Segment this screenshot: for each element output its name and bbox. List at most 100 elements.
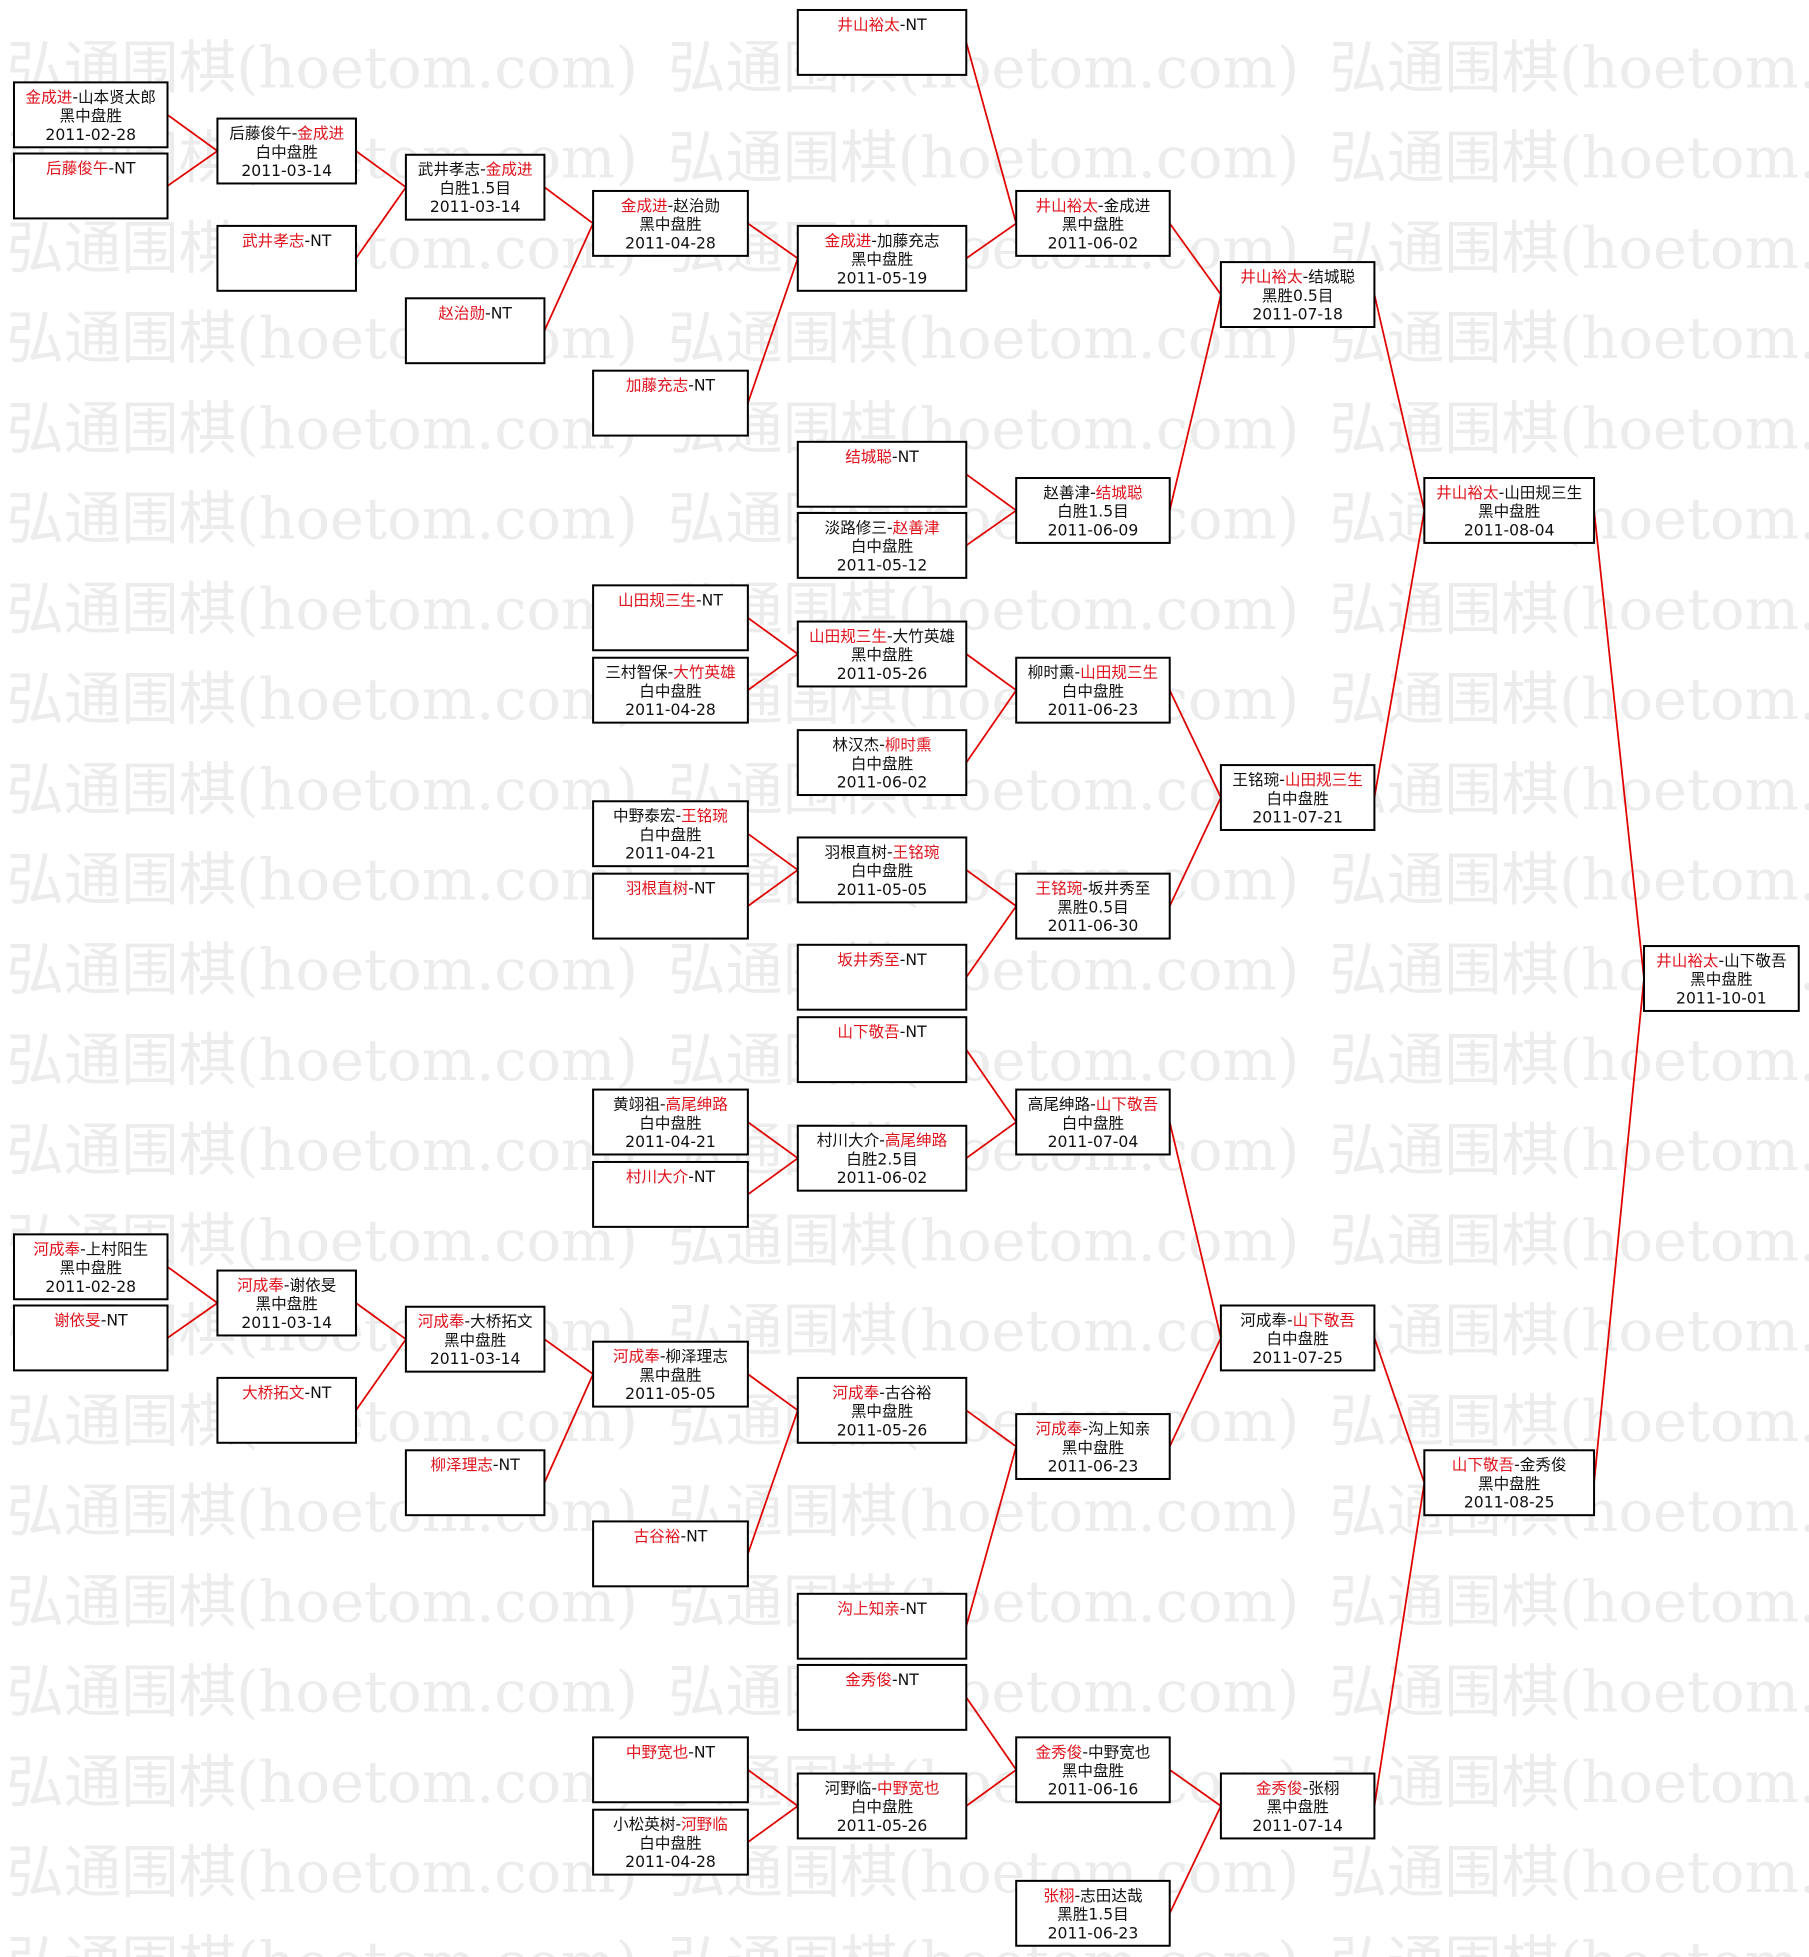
separator: - [465,1313,471,1331]
winner-name: 沟上知亲 [837,1600,899,1618]
winner-name: 金成进 [621,197,668,215]
match-box-border [592,189,749,257]
player-name: 羽根直树 [825,843,887,861]
match-box[interactable]: 古谷裕-NT [592,1520,749,1588]
watermark-text: 弘通围棋(hoetom.com) [668,1929,1299,1957]
winner-name: 山下敬吾 [1293,1311,1355,1329]
match-box[interactable]: 武井孝志-NT [216,224,357,292]
match-box[interactable]: 后藤俊午-NT [12,152,169,220]
match-players: 羽根直树-王铭琬 [825,843,940,861]
bracket-connector [1168,1805,1222,1914]
match-box-border [592,1340,749,1408]
match-players: 金成进-加藤充志 [825,232,940,250]
match-players: 山下敬吾-金秀俊 [1452,1456,1567,1474]
winner-name: 谢依旻 [54,1311,101,1329]
winner-name: 古谷裕 [634,1527,681,1545]
winner-name: 羽根直树 [626,880,688,898]
match-players: 高尾绅路-山下敬吾 [1028,1096,1158,1114]
match-players: 村川大介-NT [626,1168,716,1186]
match-box[interactable]: 结城聪-NT [796,440,968,508]
separator: - [871,1780,877,1798]
match-box-border [592,800,749,868]
match-box[interactable]: 村川大介-NT [592,1160,749,1228]
match-box[interactable]: 赵治勋-NT [404,297,546,365]
separator: - [72,88,78,106]
match-box[interactable]: 山田规三生-NT [592,584,749,652]
match-box[interactable]: 坂井秀至-NT [796,943,968,1011]
match-box[interactable]: 山下敬吾-NT [796,1016,968,1084]
player-name: 金秀俊 [1520,1456,1567,1474]
player-name: 河野临 [825,1780,872,1798]
player-name: NT [905,951,927,969]
player-name: 大桥拓文 [470,1313,533,1331]
separator: - [109,159,115,177]
match-box[interactable]: 井山裕太-NT [796,8,968,76]
match-date: 2011-06-02 [837,774,928,792]
player-name: 武井孝志 [418,161,480,179]
bracket-connector [1168,797,1222,907]
separator: - [101,1311,107,1329]
separator: - [1082,1420,1088,1438]
separator: - [1499,484,1505,502]
match-box[interactable]: 柳泽理志-NT [404,1449,546,1517]
watermark-text: 弘通围棋(hoetom.com) [668,1388,1299,1455]
match-box-border [1423,1449,1596,1517]
match-box-border [404,153,546,221]
bracket-connector [1169,1769,1222,1807]
match-result: 黑中盘胜 [60,106,122,125]
bracket-connector [1373,294,1426,511]
watermark-text: 弘通围棋(hoetom.com) [668,576,1299,643]
winner-name: 赵善津 [893,519,940,537]
winner-name: 山田规三生 [809,628,887,646]
match-box[interactable]: 羽根直树-NT [592,872,749,940]
bracket-connector [965,1049,1017,1123]
match-box[interactable]: 谢依旻-NT [12,1304,169,1372]
match-box-border [1642,945,1800,1012]
match-box[interactable]: 加藤充志-NT [592,369,749,437]
watermark-text: 弘通围棋(hoetom.com) [7,486,638,553]
match-box[interactable]: 中野宽也-NT [592,1736,749,1804]
match-box-border [592,1520,749,1588]
match-box[interactable]: 金秀俊-NT [796,1663,968,1731]
match-box[interactable]: 大桥拓文-NT [216,1376,357,1444]
watermark-text: 弘通围棋(hoetom.com) [668,1749,1299,1816]
separator: - [292,125,298,143]
match-result: 黑中盘胜 [639,215,701,234]
match-box[interactable]: 沟上知亲-NT [796,1592,968,1660]
